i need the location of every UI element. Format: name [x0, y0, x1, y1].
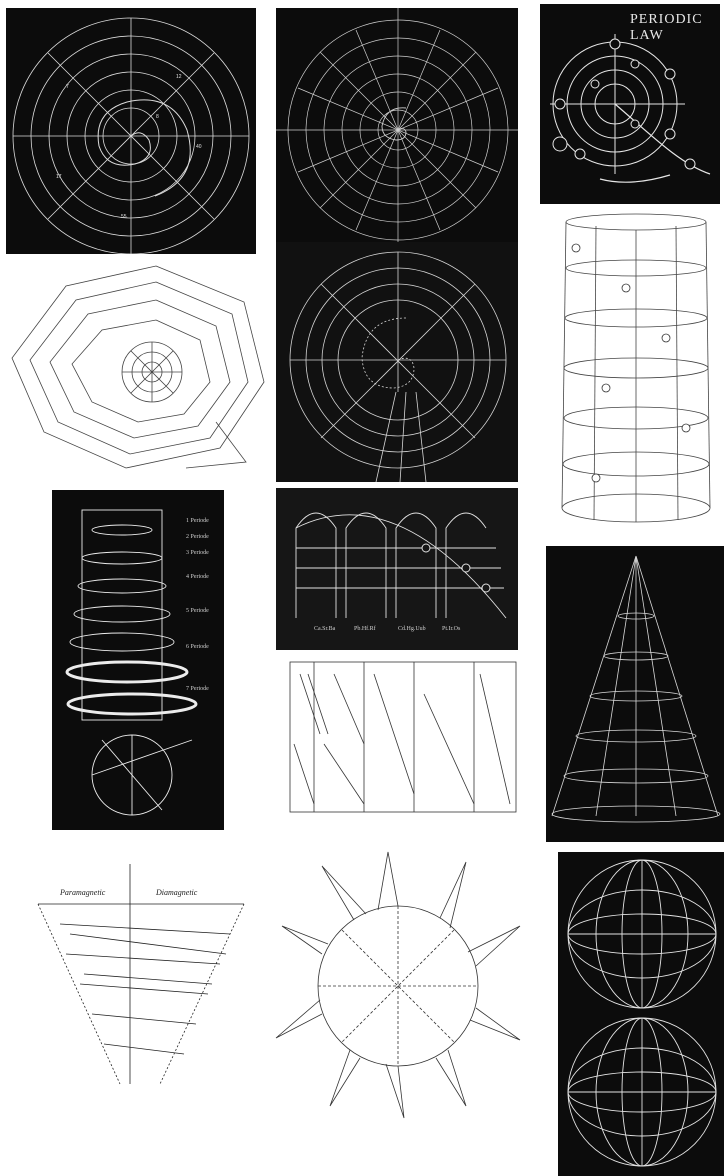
concentric-radial-drawing — [276, 8, 518, 244]
column-label-2: Pb.Hf.Rf — [354, 626, 376, 632]
cone-model-drawing — [546, 546, 724, 842]
column-label-1: Ca.Sr.Ba — [314, 626, 335, 632]
sawtooth-lines-drawing — [284, 654, 520, 822]
svg-text:40: 40 — [196, 144, 202, 150]
heading-diamagnetic: Diamagnetic — [156, 888, 197, 897]
periodic-law-title: PERIODIC LAW — [630, 12, 720, 44]
period-label-2: 2 Periode — [186, 534, 209, 540]
heptagon-spiral-panel — [6, 262, 268, 474]
periodic-law-panel: PERIODIC LAW — [540, 4, 720, 204]
svg-text:17: 17 — [56, 174, 62, 180]
star-circle-drawing — [270, 848, 532, 1122]
polar-spiral-drawing: 7 12 40 17 55 8 — [6, 8, 256, 254]
arched-columns-drawing — [276, 488, 518, 650]
svg-text:55: 55 — [121, 214, 127, 220]
concentric-radial-panel — [276, 8, 518, 244]
helix-periods-panel: 1 Periode 2 Periode 3 Periode 4 Periode … — [52, 490, 224, 830]
svg-text:8: 8 — [156, 114, 159, 120]
period-label-4: 4 Periode — [186, 574, 209, 580]
polar-spiral-chart-panel: 7 12 40 17 55 8 — [6, 8, 256, 254]
column-label-4: Pt.Ir.Os — [442, 626, 460, 632]
period-label-6: 6 Periode — [186, 644, 209, 650]
heading-paramagnetic: Paramagnetic — [60, 888, 105, 897]
segmented-spiral-drawing — [276, 242, 518, 482]
star-circle-panel — [270, 848, 532, 1122]
magnetic-cone-drawing — [30, 844, 252, 1092]
period-label-5: 5 Periode — [186, 608, 209, 614]
sawtooth-lines-panel — [284, 654, 520, 822]
helix-periods-drawing — [52, 490, 224, 830]
cone-model-panel — [546, 546, 724, 842]
period-label-1: 1 Periode — [186, 518, 209, 524]
heptagon-spiral-drawing — [6, 262, 268, 474]
column-label-3: Cd.Hg.Uub — [398, 626, 426, 632]
magnetic-cone-panel: Paramagnetic Diamagnetic — [30, 844, 252, 1092]
period-label-3: 3 Periode — [186, 550, 209, 556]
twin-spheres-panel — [558, 852, 724, 1176]
svg-text:12: 12 — [176, 74, 182, 80]
twin-spheres-drawing — [558, 852, 724, 1176]
arched-columns-panel: Ca.Sr.Ba Pb.Hf.Rf Cd.Hg.Uub Pt.Ir.Os — [276, 488, 518, 650]
cylinder-model-panel — [536, 208, 724, 538]
cylinder-model-drawing — [536, 208, 724, 538]
period-label-7: 7 Periode — [186, 686, 209, 692]
segmented-spiral-panel — [276, 242, 518, 482]
svg-text:7: 7 — [66, 84, 69, 90]
